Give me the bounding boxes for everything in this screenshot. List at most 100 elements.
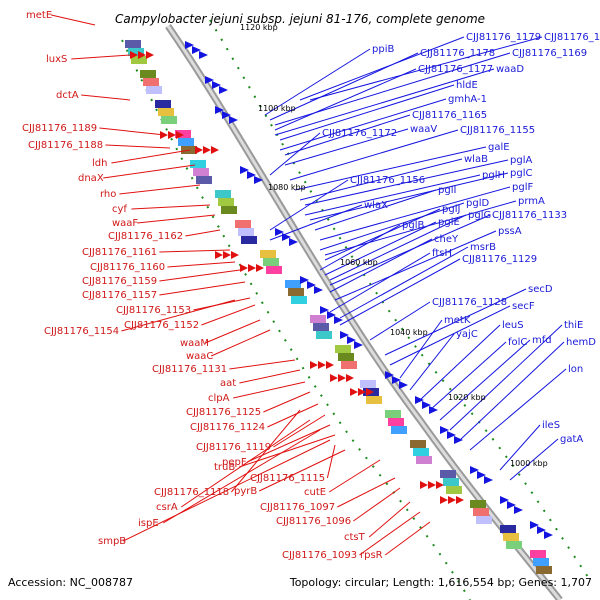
forward-gene-label: CJJ81176_1156 bbox=[350, 175, 425, 186]
forward-gene-label: CJJ81176_1129 bbox=[462, 254, 537, 265]
forward-gene-label: hemD bbox=[566, 337, 596, 348]
reverse-gene-arrow bbox=[248, 264, 256, 272]
gene-block bbox=[241, 236, 257, 244]
forward-gene-arrow bbox=[314, 286, 323, 294]
forward-label-leader bbox=[319, 224, 401, 271]
forward-gene-label: ppiB bbox=[372, 44, 394, 55]
forward-gene-label: pglI bbox=[438, 185, 456, 196]
forward-label-leader bbox=[299, 36, 465, 101]
reverse-label-leader bbox=[185, 229, 221, 237]
forward-label-leader bbox=[304, 174, 481, 216]
gene-block bbox=[193, 168, 209, 176]
reverse-gene-arrow bbox=[203, 146, 211, 154]
forward-gene-label: wlaB bbox=[464, 154, 488, 165]
forward-label-leader bbox=[279, 84, 455, 141]
gene-block bbox=[506, 541, 522, 549]
gene-block bbox=[260, 250, 276, 258]
reverse-gene-label: CJJ81176_1189 bbox=[22, 123, 97, 134]
reverse-label-leader bbox=[162, 429, 321, 524]
forward-gene-arrow bbox=[340, 331, 349, 339]
reverse-gene-label: CJJ81176_1093 bbox=[282, 550, 357, 561]
forward-gene-label: pglA bbox=[510, 155, 532, 166]
forward-gene-arrow bbox=[507, 501, 516, 509]
reverse-label-leader bbox=[205, 319, 261, 344]
reverse-gene-label: pyrB bbox=[234, 486, 257, 497]
forward-gene-arrow bbox=[229, 116, 238, 124]
reverse-gene-label: ctsT bbox=[344, 532, 366, 543]
reverse-gene-label: csrA bbox=[156, 502, 178, 513]
forward-gene-label: metK bbox=[444, 315, 471, 326]
gene-block bbox=[341, 361, 357, 369]
label-leader-lines bbox=[51, 14, 567, 556]
forward-label-leader bbox=[294, 146, 487, 191]
reverse-gene-label: CJJ81176_1157 bbox=[82, 290, 157, 301]
forward-gene-label: CJJ81176_1172 bbox=[322, 128, 397, 139]
gene-block bbox=[285, 280, 301, 288]
tick-label: 1080 kbp bbox=[268, 183, 306, 192]
reverse-gene-arrow bbox=[440, 496, 448, 504]
reverse-label-leader bbox=[246, 424, 331, 463]
gene-block bbox=[316, 331, 332, 339]
forward-label-leader bbox=[339, 246, 469, 319]
gene-block bbox=[440, 470, 456, 478]
reverse-label-leader bbox=[121, 299, 236, 332]
reverse-gene-label: CJJ81176_1154 bbox=[44, 326, 119, 337]
forward-label-leader bbox=[429, 341, 507, 411]
forward-gene-label: pglF bbox=[512, 182, 533, 193]
forward-gene-label: CJJ81176_1128 bbox=[432, 297, 507, 308]
gene-block bbox=[391, 426, 407, 434]
forward-gene-label: hldE bbox=[456, 80, 478, 91]
tick-label: 1000 kbp bbox=[510, 459, 548, 468]
gene-block bbox=[215, 190, 231, 198]
forward-label-leader bbox=[419, 324, 501, 401]
reverse-gene-label: dctA bbox=[56, 90, 79, 101]
forward-gene-arrow bbox=[537, 526, 546, 534]
forward-label-leader bbox=[269, 179, 349, 231]
reverse-label-leader bbox=[201, 304, 256, 326]
reverse-gene-arrow bbox=[138, 51, 146, 59]
reverse-gene-label: CJJ81176_1119 bbox=[196, 442, 271, 453]
tick-label: 1020 kbp bbox=[448, 393, 486, 402]
forward-gene-arrow bbox=[300, 276, 309, 284]
reverse-gene-arrow bbox=[256, 264, 264, 272]
gene-block bbox=[140, 70, 156, 78]
gene-block bbox=[158, 108, 174, 116]
reverse-label-leader bbox=[231, 409, 301, 493]
forward-label-leader bbox=[449, 324, 563, 431]
forward-gene-label: pglH bbox=[482, 170, 505, 181]
reverse-gene-label: smpB bbox=[98, 536, 126, 547]
reverse-gene-arrow bbox=[176, 131, 184, 139]
forward-label-leader bbox=[329, 252, 431, 313]
reverse-gene-label: aat bbox=[220, 378, 236, 389]
gene-block bbox=[218, 198, 234, 206]
forward-gene-label: cheY bbox=[434, 234, 459, 245]
gene-block bbox=[310, 315, 326, 323]
reverse-label-leader bbox=[258, 449, 346, 492]
gene-block bbox=[128, 48, 144, 56]
reverse-gene-label: ldh bbox=[92, 158, 107, 169]
gene-block bbox=[446, 486, 462, 494]
reverse-gene-arrow bbox=[146, 51, 154, 59]
reverse-label-leader bbox=[384, 521, 431, 556]
reverse-label-leader bbox=[328, 459, 381, 493]
forward-gene-label: CJJ81176_1165 bbox=[412, 110, 487, 121]
forward-gene-label: mfd bbox=[532, 335, 552, 346]
forward-gene-arrow bbox=[415, 396, 424, 404]
forward-gene-label: waaD bbox=[496, 64, 524, 75]
gene-block bbox=[221, 206, 237, 214]
forward-label-leader bbox=[289, 129, 459, 181]
reverse-label-leader bbox=[359, 511, 421, 556]
reverse-gene-arrow bbox=[448, 496, 456, 504]
forward-label-leader bbox=[324, 221, 437, 276]
forward-gene-label: prmA bbox=[518, 196, 545, 207]
reverse-gene-arrow bbox=[436, 481, 444, 489]
forward-label-leader bbox=[274, 68, 495, 136]
gene-block bbox=[473, 508, 489, 516]
forward-label-leader bbox=[389, 305, 511, 366]
forward-gene-label: msrB bbox=[470, 242, 496, 253]
gene-block bbox=[530, 550, 546, 558]
forward-gene-label: pglD bbox=[466, 198, 489, 209]
forward-label-leader bbox=[274, 68, 417, 131]
forward-gene-label: CJJ81176_1155 bbox=[460, 125, 535, 136]
